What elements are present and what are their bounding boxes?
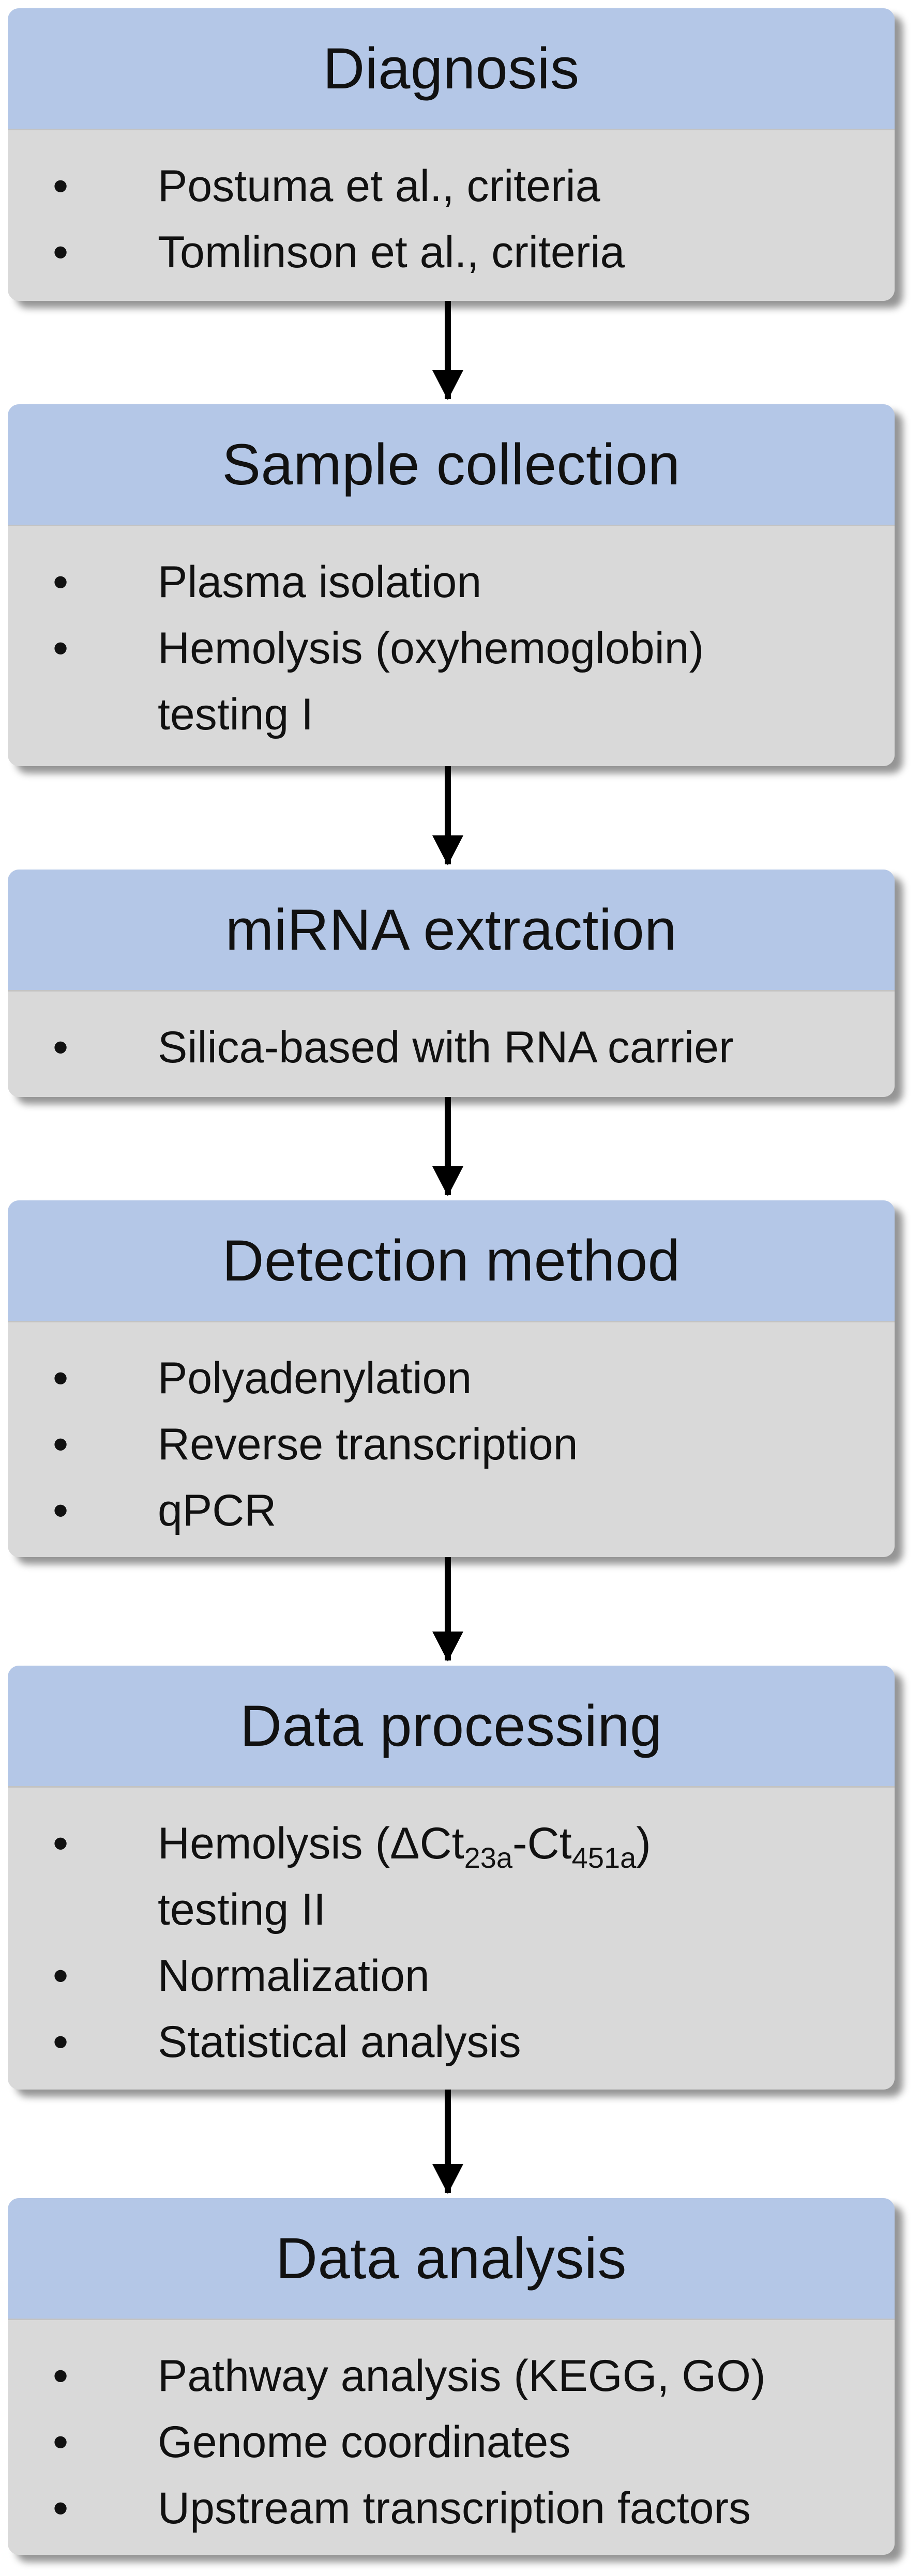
bullet-icon: • [52,2417,69,2467]
list-item: • Genome coordinates [8,2409,895,2475]
arrow-head-icon [432,1632,463,1662]
arrow-head-icon [432,835,463,865]
list-item: • qPCR [8,1477,895,1544]
item-text: Pathway analysis (KEGG, GO) [158,2351,766,2401]
stage-title: Sample collection [8,404,895,525]
bullet-icon: • [52,161,69,211]
stage-sample-collection: Sample collection • Plasma isolation • H… [8,404,895,766]
stage-title: Data processing [8,1666,895,1786]
stage-body: • Polyadenylation • Reverse transcriptio… [8,1321,895,1557]
list-item: • Reverse transcription [8,1411,895,1477]
bullet-icon: • [52,2017,69,2067]
item-text: Polyadenylation [158,1353,472,1403]
arrow-head-icon [432,370,463,400]
item-text: Postuma et al., criteria [158,161,600,211]
bullet-icon: • [52,1353,69,1403]
list-item: • Normalization [8,1943,895,2009]
stage-data-analysis: Data analysis • Pathway analysis (KEGG, … [8,2198,895,2555]
stage-mirna-extraction: miRNA extraction • Silica-based with RNA… [8,870,895,1097]
stage-body: • Pathway analysis (KEGG, GO) • Genome c… [8,2319,895,2555]
stage-body: • Hemolysis (ΔCt23a-Ct451a) testing II •… [8,1786,895,2090]
item-text: Normalization [158,1951,430,2001]
stage-title: Diagnosis [8,8,895,129]
bullet-icon: • [52,557,69,607]
bullet-icon: • [52,1819,69,1868]
item-text: Hemolysis (ΔCt23a-Ct451a) [158,1819,651,1872]
item-text-part: -Ct [512,1819,572,1868]
stage-data-processing: Data processing • Hemolysis (ΔCt23a-Ct45… [8,1666,895,2090]
bullet-icon: • [52,1023,69,1072]
flow-arrow [432,766,463,865]
stage-body: • Silica-based with RNA carrier [8,990,895,1097]
bullet-icon: • [52,1951,69,2001]
item-text: Reverse transcription [158,1420,578,1469]
list-item-continuation: testing I [8,681,895,748]
item-text: Upstream transcription factors [158,2483,751,2533]
list-item: • Upstream transcription factors [8,2475,895,2541]
flow-arrow [432,301,463,400]
subscript: 23a [464,1841,513,1874]
bullet-list: • Hemolysis (ΔCt23a-Ct451a) testing II •… [8,1788,895,2075]
stage-diagnosis: Diagnosis • Postuma et al., criteria • T… [8,8,895,301]
arrow-head-icon [432,2164,463,2194]
item-text: Tomlinson et al., criteria [158,227,625,277]
stage-title: Detection method [8,1200,895,1321]
item-text: Statistical analysis [158,2017,521,2067]
stage-body: • Plasma isolation • Hemolysis (oxyhemog… [8,525,895,766]
arrow-head-icon [432,1166,463,1196]
list-item: • Silica-based with RNA carrier [8,1014,895,1080]
item-text: qPCR [158,1486,277,1535]
item-text: testing I [158,690,314,739]
bullet-list: • Silica-based with RNA carrier [8,992,895,1080]
bullet-list: • Postuma et al., criteria • Tomlinson e… [8,130,895,285]
list-item: • Hemolysis (ΔCt23a-Ct451a) [8,1810,895,1877]
stage-title: Data analysis [8,2198,895,2319]
flow-arrow [432,1097,463,1196]
item-text-part: Hemolysis (ΔCt [158,1819,464,1868]
list-item: • Plasma isolation [8,549,895,615]
stage-title: miRNA extraction [8,870,895,990]
item-text: Plasma isolation [158,557,482,607]
flow-arrow [432,2090,463,2194]
list-item: • Hemolysis (oxyhemoglobin) [8,615,895,681]
stage-detection-method: Detection method • Polyadenylation • Rev… [8,1200,895,1557]
stage-body: • Postuma et al., criteria • Tomlinson e… [8,129,895,301]
bullet-icon: • [52,1420,69,1469]
list-item: • Statistical analysis [8,2009,895,2075]
bullet-icon: • [52,227,69,277]
subscript: 451a [571,1841,637,1874]
item-text: Silica-based with RNA carrier [158,1023,734,1072]
list-item: • Postuma et al., criteria [8,153,895,219]
bullet-icon: • [52,2483,69,2533]
list-item: • Tomlinson et al., criteria [8,219,895,285]
bullet-list: • Polyadenylation • Reverse transcriptio… [8,1322,895,1544]
list-item: • Pathway analysis (KEGG, GO) [8,2343,895,2409]
item-text-part: ) [636,1819,651,1868]
bullet-icon: • [52,623,69,673]
item-text: Hemolysis (oxyhemoglobin) [158,623,704,673]
flow-arrow [432,1557,463,1662]
list-item: • Polyadenylation [8,1345,895,1411]
bullet-list: • Pathway analysis (KEGG, GO) • Genome c… [8,2320,895,2541]
bullet-list: • Plasma isolation • Hemolysis (oxyhemog… [8,526,895,748]
item-text: Genome coordinates [158,2417,571,2467]
list-item-continuation: testing II [8,1877,895,1943]
item-text: testing II [158,1885,326,1934]
bullet-icon: • [52,2351,69,2401]
bullet-icon: • [52,1486,69,1535]
